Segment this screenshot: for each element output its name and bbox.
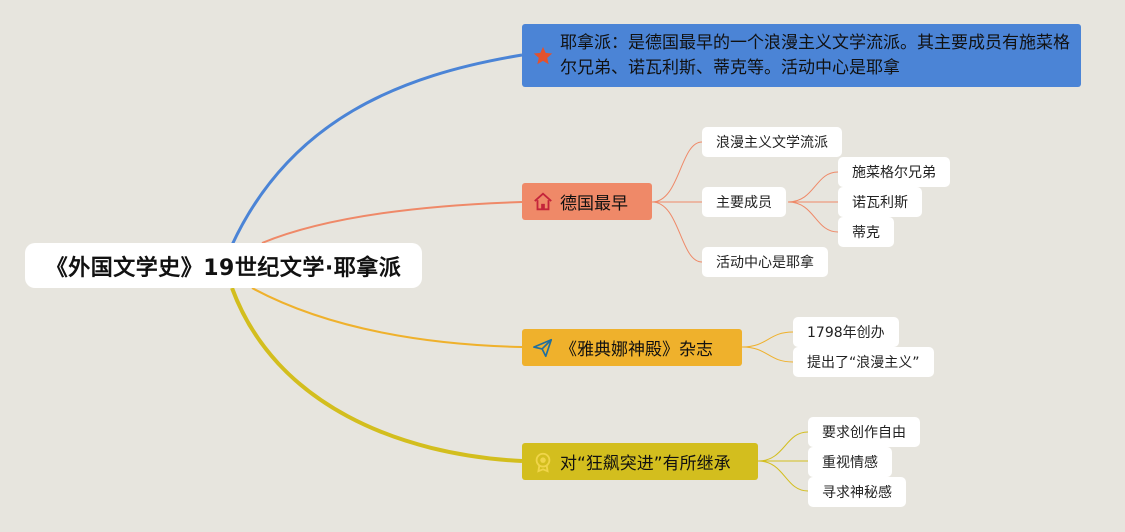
leaf-schlegel-brothers[interactable]: 施菜格尔兄弟 bbox=[838, 157, 950, 187]
branch-label-sturm-und-drang: 对“狂飙突进”有所继承 bbox=[560, 454, 731, 474]
leaf-label: 诺瓦利斯 bbox=[852, 195, 908, 211]
leaf-proposed-romanticism[interactable]: 提出了“浪漫主义” bbox=[793, 347, 934, 377]
leaf-value-emotion[interactable]: 重视情感 bbox=[808, 447, 892, 477]
leaf-label: 蒂克 bbox=[852, 225, 880, 241]
branch-label-jena-school: 耶拿派：是德国最早的一个浪漫主义文学流派。其主要成员有施菜格尔兄弟、诺瓦利斯、蒂… bbox=[560, 32, 1070, 78]
leaf-main-members[interactable]: 主要成员 bbox=[702, 187, 786, 217]
leaf-tieck[interactable]: 蒂克 bbox=[838, 217, 894, 247]
connector-branch-1 bbox=[230, 53, 523, 246]
badge-icon bbox=[535, 452, 551, 473]
star-icon bbox=[533, 46, 553, 64]
leaf-novalis[interactable]: 诺瓦利斯 bbox=[838, 187, 922, 217]
root-topic[interactable]: 《外国文学史》19世纪文学·耶拿派 bbox=[25, 243, 422, 288]
leaf-label: 施菜格尔兄弟 bbox=[852, 165, 936, 181]
connector-group-3 bbox=[741, 331, 794, 363]
connector-branch-3 bbox=[251, 287, 523, 348]
leaf-label: 要求创作自由 bbox=[822, 425, 906, 441]
leaf-label: 1798年创办 bbox=[807, 325, 885, 341]
connector-group-2 bbox=[651, 141, 839, 263]
connector-branch-2 bbox=[261, 201, 523, 244]
leaf-romantic-school[interactable]: 浪漫主义文学流派 bbox=[702, 127, 842, 157]
paper-plane-icon bbox=[533, 338, 553, 357]
connector-group-4 bbox=[757, 431, 809, 492]
branch-topic-jena-school[interactable]: 耶拿派：是德国最早的一个浪漫主义文学流派。其主要成员有施菜格尔兄弟、诺瓦利斯、蒂… bbox=[522, 24, 1081, 87]
leaf-label: 寻求神秘感 bbox=[822, 485, 892, 501]
leaf-label: 重视情感 bbox=[822, 455, 878, 471]
branch-topic-sturm-und-drang[interactable]: 对“狂飙突进”有所继承 bbox=[522, 443, 758, 480]
branch-label-athenaeum: 《雅典娜神殿》杂志 bbox=[560, 340, 713, 360]
connector-branch-4 bbox=[230, 287, 523, 463]
leaf-founded-1798[interactable]: 1798年创办 bbox=[793, 317, 899, 347]
leaf-seek-mystery[interactable]: 寻求神秘感 bbox=[808, 477, 906, 507]
branch-label-earliest: 德国最早 bbox=[560, 194, 628, 214]
root-title: 《外国文学史》19世纪文学·耶拿派 bbox=[45, 255, 402, 281]
leaf-label: 活动中心是耶拿 bbox=[716, 255, 814, 271]
leaf-label: 浪漫主义文学流派 bbox=[716, 135, 828, 151]
leaf-center-jena[interactable]: 活动中心是耶拿 bbox=[702, 247, 828, 277]
leaf-creative-freedom[interactable]: 要求创作自由 bbox=[808, 417, 920, 447]
leaf-label: 主要成员 bbox=[716, 195, 772, 211]
branch-topic-earliest[interactable]: 德国最早 bbox=[522, 183, 652, 220]
leaf-label: 提出了“浪漫主义” bbox=[807, 355, 920, 371]
branch-topic-athenaeum[interactable]: 《雅典娜神殿》杂志 bbox=[522, 329, 742, 366]
home-icon bbox=[534, 192, 552, 210]
